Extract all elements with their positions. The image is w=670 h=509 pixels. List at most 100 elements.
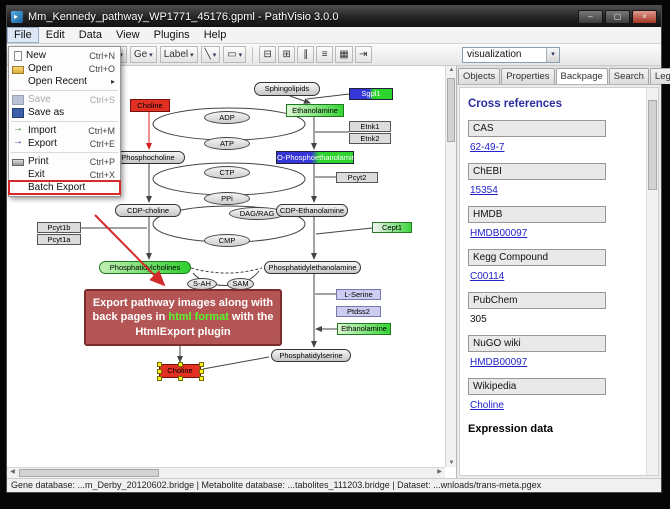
- backpage-value-pubchem: 305: [470, 314, 487, 325]
- minimize-button[interactable]: –: [578, 9, 603, 24]
- selection-handle[interactable]: [199, 376, 204, 381]
- node-phosphatidylethanolamine[interactable]: Phosphatidylethanolamine: [264, 261, 361, 274]
- selection-handle[interactable]: [178, 376, 183, 381]
- node-etnk2[interactable]: Etnk2: [349, 133, 391, 144]
- node-pcyt1b[interactable]: Pcyt1b: [37, 222, 81, 233]
- pathway-edge[interactable]: [190, 267, 263, 274]
- backpage-link-kegg-compound[interactable]: C00114: [470, 271, 505, 282]
- align-horizontal-button[interactable]: ⊟: [259, 46, 277, 63]
- tab-backpage[interactable]: Backpage: [555, 68, 608, 84]
- pathway-edge[interactable]: [289, 95, 311, 104]
- menu-bar: File Edit Data View Plugins Help: [7, 27, 661, 44]
- tab-order-button[interactable]: ⇥: [354, 46, 372, 63]
- node-adp[interactable]: ADP: [204, 111, 250, 124]
- callout-highlight: html format: [168, 311, 229, 324]
- menu-data[interactable]: Data: [78, 29, 102, 41]
- backpage-link-wikipedia[interactable]: Choline: [470, 400, 504, 411]
- scroll-up-icon[interactable]: ▲: [448, 67, 455, 73]
- node-pcyt2[interactable]: Pcyt2: [336, 172, 378, 183]
- pathway-edge[interactable]: [306, 93, 350, 100]
- node-cdp-choline[interactable]: CDP-choline: [115, 204, 181, 217]
- node-phosphatidylserine[interactable]: Phosphatidylserine: [271, 349, 351, 362]
- menu-edit[interactable]: Edit: [45, 29, 65, 41]
- node-ppi[interactable]: PPi: [204, 192, 250, 205]
- canvas-vertical-scrollbar[interactable]: ▲ ▼: [445, 66, 456, 467]
- close-button[interactable]: ×: [632, 9, 657, 24]
- node-phosphatidylcholines[interactable]: Phosphatidylcholines: [99, 261, 191, 274]
- backpage-link-cas[interactable]: 62-49-7: [470, 142, 505, 153]
- menu-help[interactable]: Help: [203, 29, 227, 41]
- menu-view[interactable]: View: [115, 29, 140, 41]
- selection-handle[interactable]: [157, 369, 162, 374]
- line-tool[interactable]: ╲▾: [200, 46, 221, 63]
- node-o-phosphoethanolamine[interactable]: O-Phosphoethanolamine: [276, 151, 360, 164]
- node-sphingolipids[interactable]: Sphingolipids: [254, 82, 320, 96]
- scroll-left-icon[interactable]: ◀: [10, 469, 15, 475]
- selection-handle[interactable]: [199, 362, 204, 367]
- selection-handle[interactable]: [157, 362, 162, 367]
- backpage-link-nugo-wiki[interactable]: HMDB00097: [470, 357, 528, 368]
- tab-properties[interactable]: Properties: [501, 68, 555, 84]
- align-vertical-button[interactable]: ⊞: [278, 46, 296, 63]
- node-ctp[interactable]: CTP: [204, 166, 250, 179]
- pathway-edge[interactable]: [315, 227, 373, 235]
- tab-search[interactable]: Search: [608, 68, 649, 84]
- tab-legend[interactable]: Legend: [649, 68, 670, 84]
- maximize-button[interactable]: ▢: [605, 9, 630, 24]
- node-ptdss2[interactable]: Ptdss2: [336, 306, 381, 317]
- node-atp[interactable]: ATP: [204, 137, 250, 150]
- scrollbar-thumb[interactable]: [447, 78, 455, 142]
- visualization-combo[interactable]: visualization ▾: [462, 46, 560, 63]
- node-ethanolamine-top[interactable]: Ethanolamine: [286, 104, 344, 117]
- node-cept1[interactable]: Cept1: [372, 222, 412, 233]
- selection-handle[interactable]: [199, 369, 204, 374]
- selection-handle[interactable]: [178, 362, 183, 367]
- canvas-horizontal-scrollbar[interactable]: ◀ ▶: [7, 467, 445, 478]
- file-menu-item-save-as[interactable]: Save as: [9, 106, 120, 119]
- node-phosphocholine[interactable]: Phosphocholine: [111, 151, 185, 164]
- file-menu-item-batch-export[interactable]: Batch Export: [8, 180, 121, 195]
- node-choline-bottom[interactable]: Choline: [157, 362, 204, 381]
- node-pcyt1a[interactable]: Pcyt1a: [37, 234, 81, 245]
- node-l-serine[interactable]: L-Serine: [336, 289, 381, 300]
- stack-button[interactable]: ▦: [335, 46, 353, 63]
- scroll-down-icon[interactable]: ▼: [448, 460, 455, 466]
- label-tool[interactable]: Label▾: [159, 46, 198, 63]
- menu-plugins[interactable]: Plugins: [153, 29, 190, 41]
- node-cmp[interactable]: CMP: [204, 234, 250, 247]
- distribute-vertical-button[interactable]: ≡: [316, 46, 334, 63]
- menu-file[interactable]: File: [7, 27, 39, 43]
- scrollbar-thumb[interactable]: [19, 469, 159, 477]
- node-sgpl1[interactable]: Sgpl1: [349, 88, 393, 100]
- side-tabs: ObjectsPropertiesBackpageSearchLegend: [457, 66, 670, 85]
- submenu-arrow-icon: ▸: [110, 77, 115, 86]
- node-ethanolamine-low[interactable]: Ethanolamine: [337, 323, 391, 335]
- node-cdp-ethanolamine[interactable]: CDP-Ethanolamine: [276, 204, 348, 217]
- pathway-edge[interactable]: [202, 356, 270, 370]
- datanode-tool[interactable]: Ge▾: [129, 46, 157, 63]
- shape-tool[interactable]: ▭▾: [223, 46, 247, 63]
- node-dag[interactable]: DAG/RAG: [229, 207, 285, 220]
- backpage-link-chebi[interactable]: 15354: [470, 185, 498, 196]
- pathvisio-app-icon: [11, 10, 23, 23]
- scroll-right-icon[interactable]: ▶: [437, 469, 442, 475]
- backpage-scrollbar[interactable]: [646, 88, 658, 475]
- tab-objects[interactable]: Objects: [458, 68, 501, 84]
- selection-handle[interactable]: [157, 376, 162, 381]
- file-menu-item-open-recent[interactable]: Open Recent▸: [9, 75, 120, 88]
- distribute-horizontal-button[interactable]: ∥: [297, 46, 315, 63]
- scrollbar-thumb[interactable]: [648, 100, 657, 190]
- backpage-link-hmdb[interactable]: HMDB00097: [470, 228, 528, 239]
- chevron-down-icon[interactable]: ▾: [546, 47, 559, 62]
- node-etnk1[interactable]: Etnk1: [349, 121, 391, 132]
- expression-data-heading: Expression data: [468, 423, 553, 435]
- node-choline-top[interactable]: Choline: [130, 99, 170, 112]
